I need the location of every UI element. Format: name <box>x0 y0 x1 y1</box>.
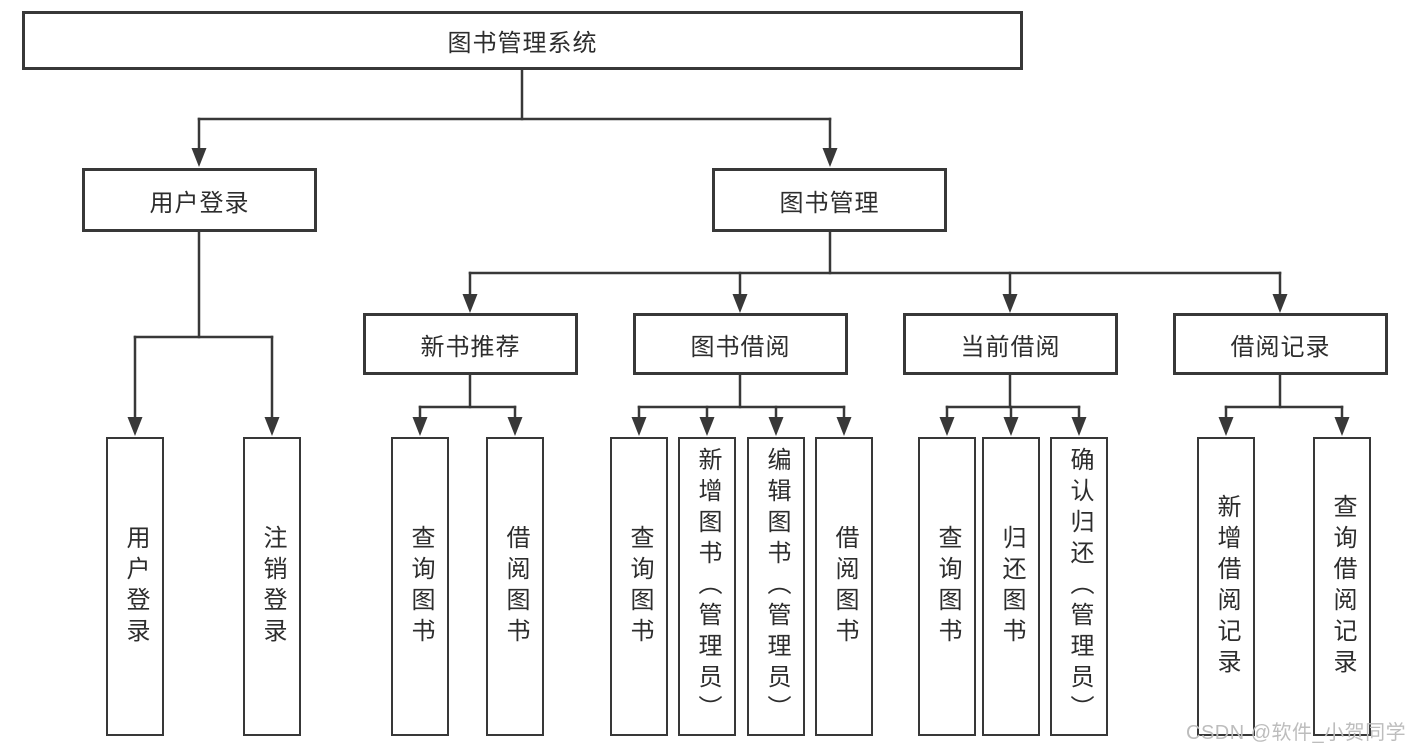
node-leaf-borrow-books: 借阅图书 <box>815 437 873 736</box>
node-leaf-add-borrow-record: 新增借阅记录 <box>1197 437 1255 736</box>
node-book-borrow-label: 图书借阅 <box>690 333 791 361</box>
node-current-borrow-label: 当前借阅 <box>960 333 1061 361</box>
node-leaf-return-book-label: 归还图书 <box>998 524 1025 649</box>
node-leaf-return-book: 归还图书 <box>982 437 1040 736</box>
node-book-management-label: 图书管理 <box>779 189 880 217</box>
node-current-borrow: 当前借阅 <box>903 313 1118 375</box>
node-leaf-add-book-admin-label: 新增图书（管理员） <box>694 447 721 726</box>
node-leaf-confirm-return-admin: 确认归还（管理员） <box>1050 437 1108 736</box>
node-borrow-records: 借阅记录 <box>1173 313 1388 375</box>
node-leaf-logout-label: 注销登录 <box>259 524 286 649</box>
node-leaf-query-borrow-record-label: 查询借阅记录 <box>1329 493 1356 680</box>
node-root-label: 图书管理系统 <box>447 30 598 57</box>
node-user-login-label: 用户登录 <box>149 189 250 217</box>
node-leaf-query-books-borrow-label: 查询图书 <box>626 524 653 649</box>
node-leaf-borrow-books-label: 借阅图书 <box>831 524 858 649</box>
node-leaf-user-login: 用户登录 <box>106 437 164 736</box>
node-leaf-add-book-admin: 新增图书（管理员） <box>678 437 736 736</box>
node-leaf-query-books-recommend-label: 查询图书 <box>407 524 434 649</box>
node-leaf-borrow-books-recommend-label: 借阅图书 <box>502 524 529 649</box>
node-leaf-edit-book-admin: 编辑图书（管理员） <box>747 437 805 736</box>
node-borrow-records-label: 借阅记录 <box>1230 333 1331 361</box>
node-root: 图书管理系统 <box>22 11 1023 70</box>
node-book-borrow: 图书借阅 <box>633 313 848 375</box>
node-new-book-recommend-label: 新书推荐 <box>420 333 521 361</box>
node-leaf-borrow-books-recommend: 借阅图书 <box>486 437 544 736</box>
node-leaf-query-books-recommend: 查询图书 <box>391 437 449 736</box>
node-leaf-confirm-return-admin-label: 确认归还（管理员） <box>1066 447 1093 726</box>
node-leaf-query-books-borrow: 查询图书 <box>610 437 668 736</box>
node-leaf-user-login-label: 用户登录 <box>122 524 149 649</box>
node-leaf-add-borrow-record-label: 新增借阅记录 <box>1213 493 1240 680</box>
node-user-login: 用户登录 <box>82 168 317 232</box>
node-leaf-query-books-current-label: 查询图书 <box>934 524 961 649</box>
node-leaf-edit-book-admin-label: 编辑图书（管理员） <box>763 447 790 726</box>
node-leaf-query-books-current: 查询图书 <box>918 437 976 736</box>
watermark: CSDN @软件_小贺同学 <box>1186 722 1405 744</box>
node-new-book-recommend: 新书推荐 <box>363 313 578 375</box>
node-leaf-logout: 注销登录 <box>243 437 301 736</box>
node-leaf-query-borrow-record: 查询借阅记录 <box>1313 437 1371 736</box>
node-book-management: 图书管理 <box>712 168 947 232</box>
